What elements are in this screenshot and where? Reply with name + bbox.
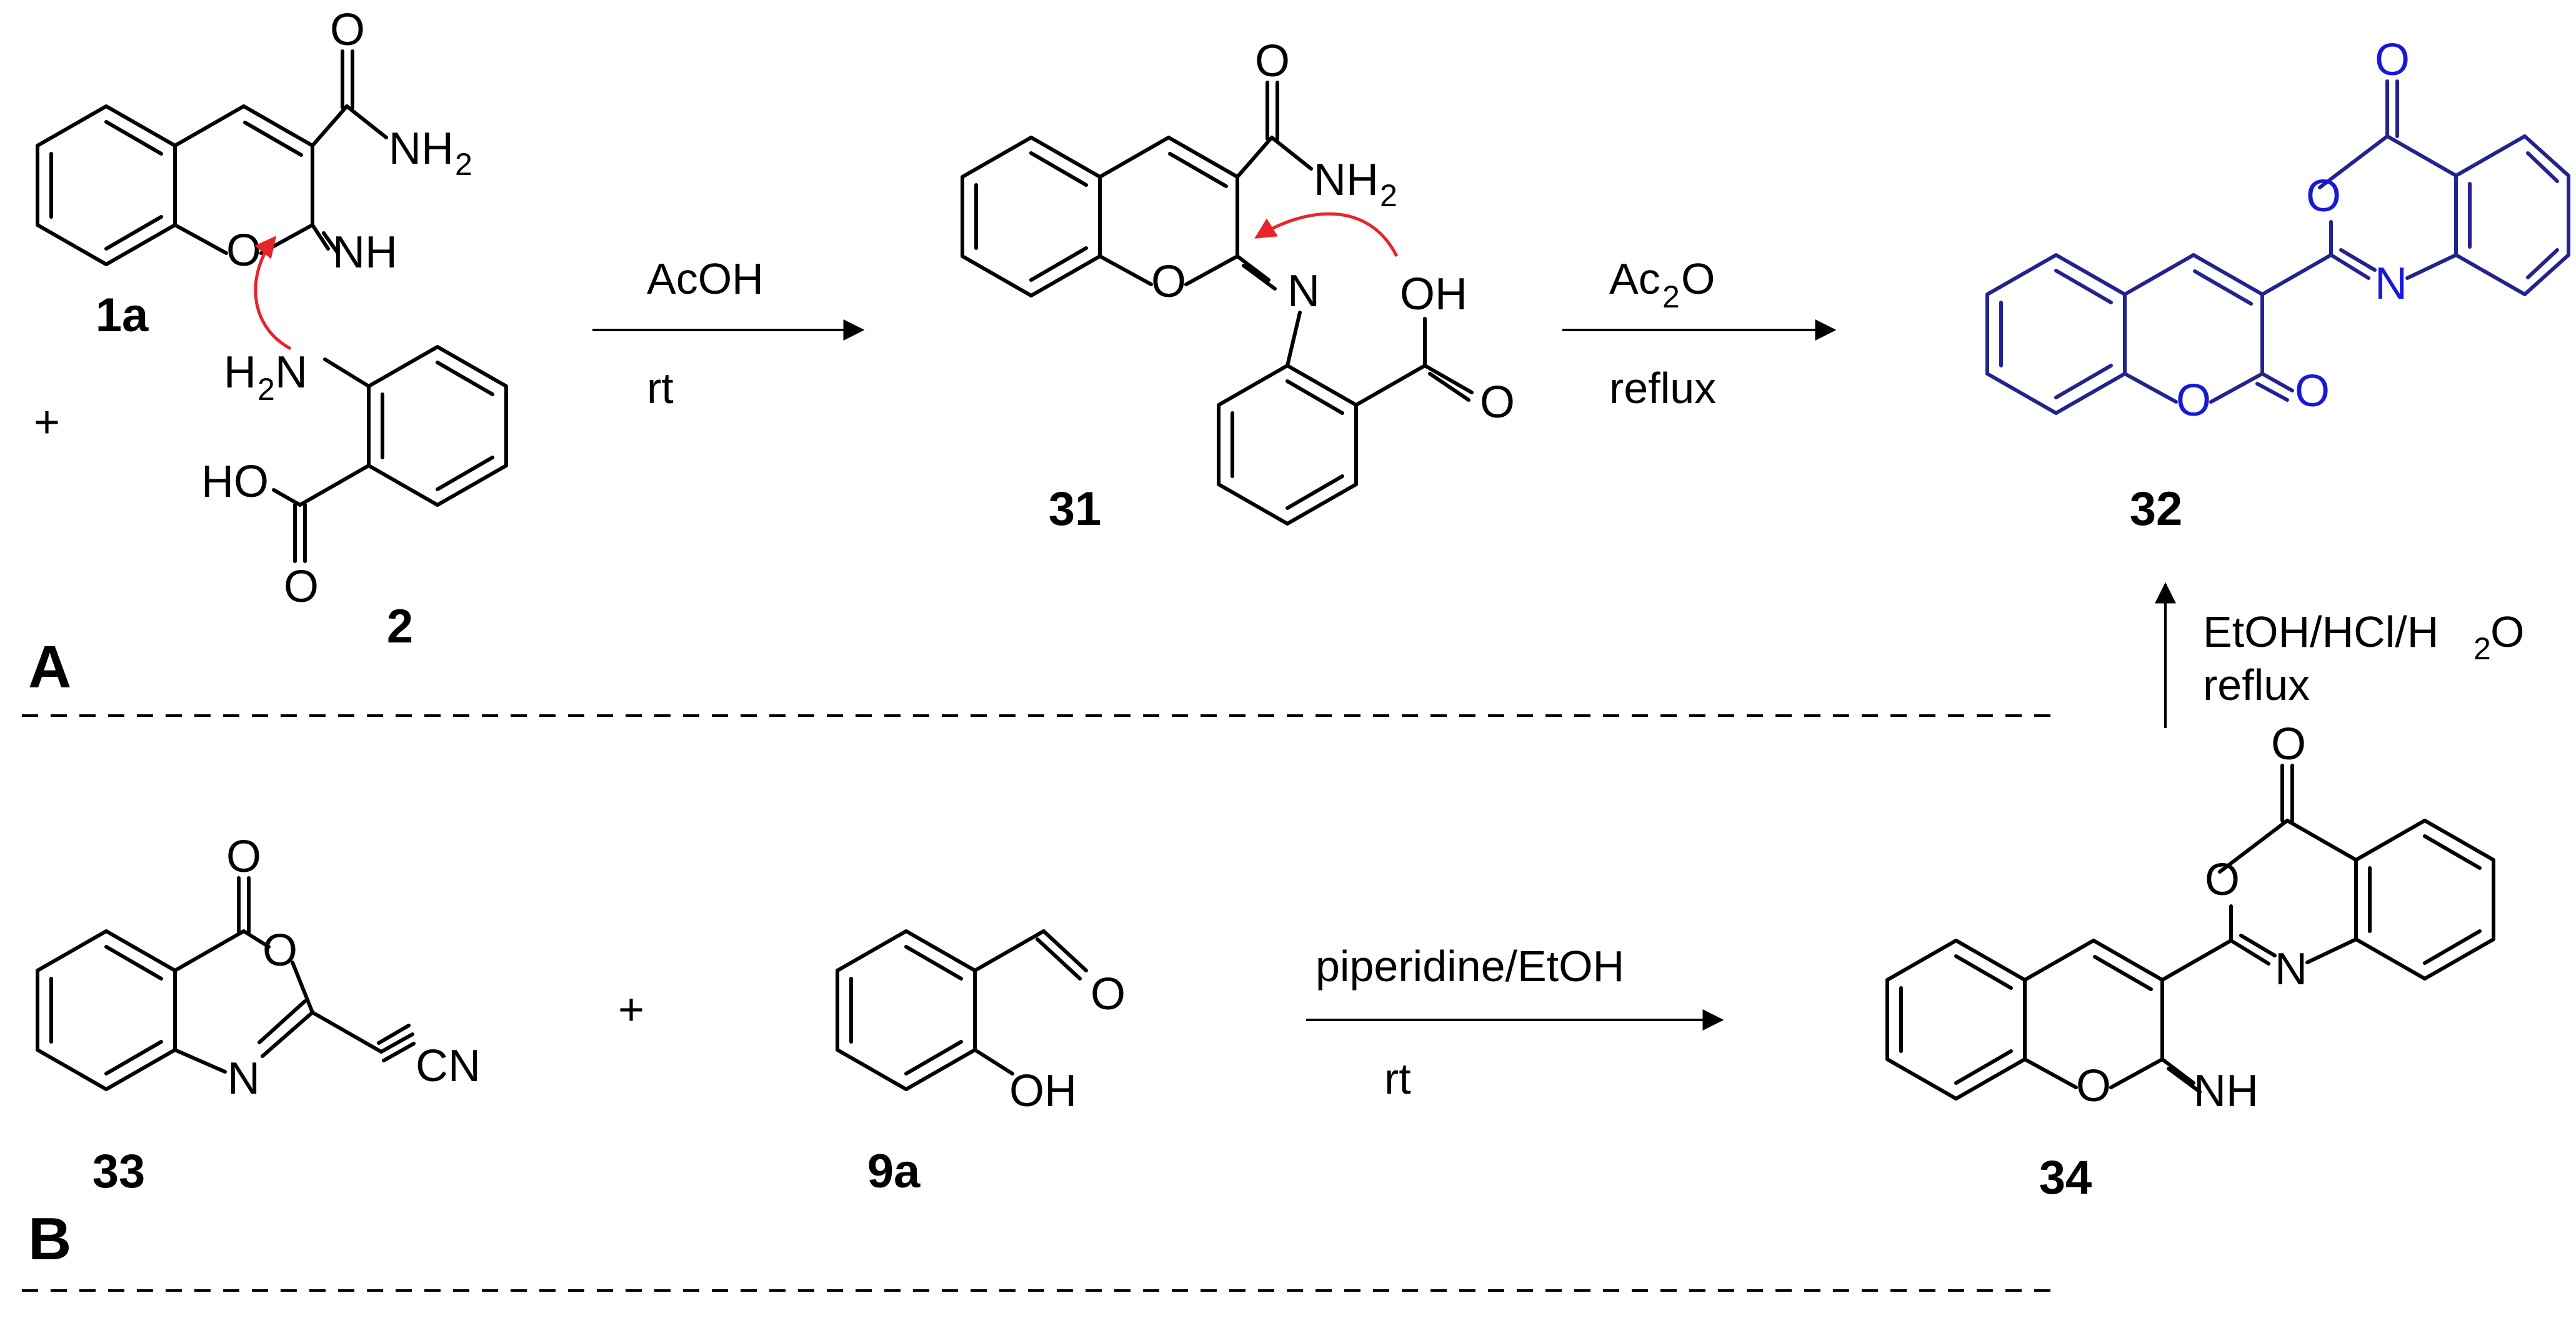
- atom-cn: CN: [416, 1041, 481, 1091]
- condition-ac2o-end: O: [1681, 254, 1715, 303]
- atom-nh2-main: NH: [1314, 155, 1379, 205]
- panel-label-b: B: [28, 1206, 71, 1272]
- electron-arrow: [254, 236, 292, 351]
- compound-label-31: 31: [1049, 482, 1102, 536]
- condition-ac2o-sub: 2: [1662, 279, 1680, 314]
- condition-reflux: reflux: [2203, 661, 2310, 709]
- atom-ho: HO: [201, 457, 269, 507]
- compound-32-structure: [1985, 79, 2570, 415]
- condition-piperidine-etoh: piperidine/EtOH: [1315, 942, 1624, 991]
- atom-o-carbonyl: O: [2375, 35, 2410, 85]
- atom-o-carbonyl: O: [2295, 366, 2330, 416]
- atom-n-ring: N: [2375, 259, 2407, 309]
- atom-nh2-main: NH: [389, 124, 454, 174]
- atom-o: O: [330, 5, 365, 55]
- atom-nh2-sub: 2: [1380, 178, 1397, 213]
- condition-etoh-hcl-h2o-main: EtOH/HCl/H: [2203, 607, 2439, 656]
- atom-h2n-sub: 2: [257, 372, 275, 407]
- electron-arrow: [1254, 212, 1399, 257]
- compound-9a-structure: [836, 929, 1088, 1091]
- condition-rt: rt: [647, 364, 674, 412]
- atom-oh: OH: [1400, 269, 1467, 319]
- atom-o: O: [226, 832, 261, 882]
- atom-h2n-n: N: [275, 347, 307, 397]
- compound-label-2: 2: [387, 600, 413, 653]
- compound-33-structure: [36, 876, 416, 1091]
- panel-label-a: A: [28, 634, 71, 701]
- compound-1a-structure: [36, 49, 388, 266]
- atom-nh-imine: NH: [332, 227, 397, 277]
- atom-o-ring: O: [2205, 855, 2240, 905]
- atom-nh-imine: NH: [2194, 1066, 2259, 1116]
- condition-etoh-hcl-h2o-end: O: [2490, 607, 2524, 656]
- atom-o-ring: O: [2306, 171, 2341, 221]
- atom-h2n-h: H: [224, 347, 256, 397]
- atom-o-ring: O: [262, 926, 297, 976]
- atom-o-ring: O: [226, 226, 261, 276]
- compound-label-32: 32: [2130, 482, 2183, 536]
- compound-34-structure: [1885, 764, 2495, 1101]
- atom-o: O: [1480, 377, 1515, 427]
- compound-label-9a: 9a: [867, 1145, 921, 1198]
- atom-n-imine: N: [1287, 266, 1320, 316]
- atom-nh2-sub: 2: [455, 147, 472, 182]
- atom-oh: OH: [1009, 1066, 1077, 1116]
- compound-2-structure: [272, 345, 508, 563]
- atom-n-ring: N: [227, 1054, 260, 1104]
- condition-rt: rt: [1384, 1054, 1411, 1103]
- atom-o-ring: O: [1151, 257, 1186, 307]
- atom-o: O: [1091, 969, 1126, 1019]
- condition-etoh-hcl-h2o-sub: 2: [2474, 631, 2491, 666]
- atom-o-ring: O: [2176, 376, 2211, 426]
- atom-o-carbonyl: O: [2271, 719, 2306, 769]
- plus-sign: +: [618, 985, 644, 1035]
- condition-reflux: reflux: [1609, 364, 1716, 412]
- condition-ac2o-main: Ac: [1609, 254, 1660, 303]
- condition-acoh: AcOH: [647, 254, 764, 303]
- atom-n-ring: N: [2275, 944, 2307, 994]
- atom-o-ring: O: [2076, 1061, 2111, 1111]
- atom-o: O: [1255, 36, 1290, 86]
- plus-sign: +: [34, 397, 60, 447]
- compound-label-33: 33: [92, 1145, 146, 1198]
- compound-label-1a: 1a: [96, 289, 149, 342]
- compound-31-structure: [961, 81, 1474, 526]
- atom-o: O: [284, 562, 319, 612]
- compound-label-34: 34: [2039, 1151, 2092, 1204]
